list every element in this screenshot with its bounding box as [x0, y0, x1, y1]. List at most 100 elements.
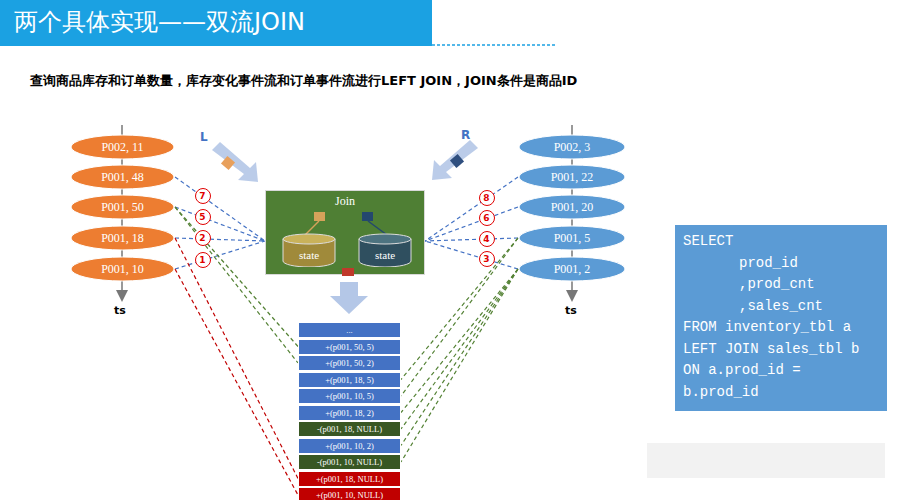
callout-number: 2: [195, 230, 211, 246]
sql-line: b.prod_id: [683, 382, 879, 404]
node-text: +(p001, 18, NULL): [316, 474, 383, 484]
subtitle: 查询商品库存和订单数量，库存变化事件流和订单事件流进行LEFT JOIN，JOI…: [30, 72, 577, 90]
emit-line: [175, 269, 298, 495]
title-rule: [432, 44, 556, 46]
output-arrow: [330, 282, 368, 314]
node-text: -(p001, 18, NULL): [317, 424, 382, 434]
sql-line: ,sales_cnt: [739, 296, 879, 318]
sql-line: SELECT: [683, 231, 879, 253]
node-text: P001, 18: [101, 231, 144, 246]
cylinder-top: [359, 234, 411, 244]
store-arrow: [368, 221, 387, 235]
output-record: +(p001, 10, NULL): [298, 487, 401, 500]
output-record: +(p001, 10, 2): [298, 438, 401, 454]
emit-line: [401, 269, 518, 429]
node-text: Join: [266, 191, 424, 209]
ellipse-shape: [71, 226, 174, 250]
node-text: P001, 5: [554, 231, 591, 246]
emit-line: [401, 269, 518, 413]
output-record: -(p001, 18, NULL): [298, 421, 401, 437]
input-line: [425, 177, 518, 241]
node-text: P001, 48: [101, 170, 144, 185]
node-text: P002, 11: [101, 140, 143, 155]
event-ellipse: P001, 22: [518, 164, 626, 190]
output-record: +(p001, 18, 2): [298, 405, 401, 421]
sql-line: FROM inventory_tbl a: [683, 317, 879, 339]
callout-number: 8: [479, 190, 495, 206]
input-line: [175, 177, 265, 241]
output-record: ...: [298, 322, 401, 338]
node-text: P001, 10: [101, 262, 144, 277]
left-record-icon: [314, 212, 325, 221]
blank-panel: [647, 443, 885, 478]
callout-number: 5: [195, 209, 211, 225]
input-line: [425, 238, 518, 241]
ellipse-shape: [71, 195, 174, 219]
event-ellipse: P001, 20: [518, 194, 626, 220]
right-record-icon: [362, 212, 373, 221]
callout-number: 1: [195, 252, 211, 268]
page-title: 两个具体实现——双流JOIN: [14, 6, 305, 38]
ellipse-shape: [71, 135, 174, 159]
stream-label: R: [461, 128, 470, 142]
event-ellipse: P001, 48: [70, 164, 175, 190]
node-text: P001, 22: [551, 170, 594, 185]
output-record: +(p001, 50, 5): [298, 339, 401, 355]
node-text: +(p001, 10, 2): [325, 441, 374, 451]
callout-number: 3: [479, 251, 495, 267]
node-text: ...: [346, 325, 352, 335]
node-text: state: [299, 249, 319, 261]
callout-number: 6: [479, 210, 495, 226]
node-text: +(p001, 10, 5): [325, 391, 374, 401]
axis-label: ts: [565, 304, 577, 317]
event-ellipse: P001, 5: [518, 225, 626, 251]
title-banner: [0, 0, 432, 46]
node-text: state: [375, 249, 395, 261]
state-cylinder: state: [282, 233, 336, 267]
event-ellipse: P002, 11: [70, 134, 175, 160]
event-ellipse: P002, 3: [518, 134, 626, 160]
output-record: +(p001, 50, 2): [298, 355, 401, 371]
event-ellipse: P001, 10: [70, 256, 175, 282]
event-ellipse: P001, 2: [518, 256, 626, 282]
node-text: +(p001, 10, NULL): [316, 490, 383, 500]
output-record: -(p001, 10, NULL): [298, 454, 401, 470]
sql-line: prod_id: [739, 253, 879, 275]
sql-box: SELECTprod_id,prod_cnt,sales_cntFROM inv…: [675, 225, 887, 411]
node-text: +(p001, 18, 2): [325, 408, 374, 418]
ellipse-shape: [71, 165, 174, 189]
callout-number: 4: [479, 231, 495, 247]
axis-label: ts: [114, 304, 126, 317]
callout-number: 7: [195, 188, 211, 204]
stream-label: L: [200, 130, 208, 144]
node-text: P002, 3: [554, 140, 591, 155]
event-ellipse: P001, 18: [70, 225, 175, 251]
node-text: P001, 50: [101, 200, 144, 215]
store-arrow: [305, 221, 319, 235]
node-text: +(p001, 50, 2): [325, 358, 374, 368]
node-text: P001, 20: [551, 200, 594, 215]
ellipse-shape: [519, 226, 625, 250]
node-text: P001, 2: [554, 262, 591, 277]
sql-line: ,prod_cnt: [739, 274, 879, 296]
ellipse-shape: [519, 195, 625, 219]
right-input-arrow: [432, 140, 478, 180]
left-input-arrow: [212, 142, 258, 182]
ellipse-shape: [519, 257, 625, 281]
sql-line: ON a.prod_id =: [683, 360, 879, 382]
ellipse-shape: [519, 135, 625, 159]
state-cylinder: state: [358, 233, 412, 267]
output-record: +(p001, 18, NULL): [298, 471, 401, 487]
output-record: +(p001, 10, 5): [298, 388, 401, 404]
emit-line: [401, 269, 518, 462]
input-line: [175, 238, 265, 241]
sql-line: LEFT JOIN sales_tbl b: [683, 339, 879, 361]
emit-line: [401, 269, 518, 446]
ellipse-shape: [71, 257, 174, 281]
join-operator: Join state state: [265, 190, 425, 275]
node-text: -(p001, 10, NULL): [317, 457, 382, 467]
output-record: +(p001, 18, 5): [298, 372, 401, 388]
ellipse-shape: [519, 165, 625, 189]
input-line: [425, 207, 518, 241]
